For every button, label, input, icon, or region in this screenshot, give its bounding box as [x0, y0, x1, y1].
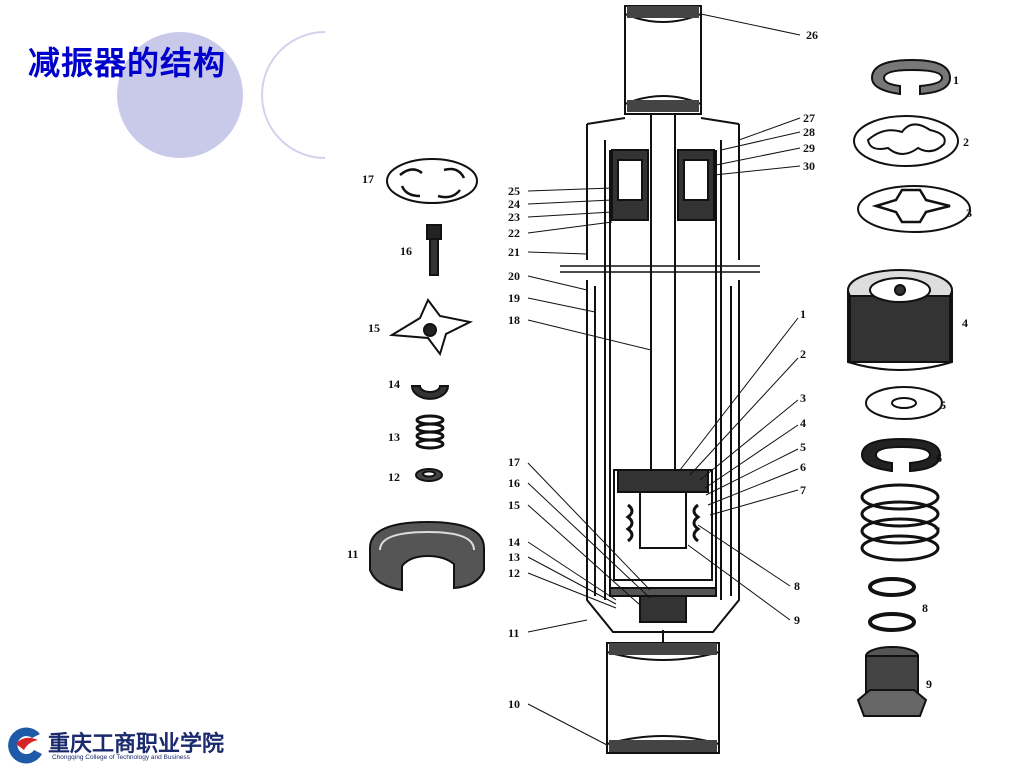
- label-c-20: 20: [508, 269, 520, 283]
- label-c-7: 7: [800, 483, 806, 497]
- label-c-5: 5: [800, 440, 806, 454]
- label-left-11: 11: [347, 547, 358, 561]
- label-c-19: 19: [508, 291, 520, 305]
- label-c-9: 9: [794, 613, 800, 627]
- label-c-14: 14: [508, 535, 520, 549]
- label-c-26: 26: [806, 28, 818, 42]
- label-c-12: 12: [508, 566, 520, 580]
- label-c-13: 13: [508, 550, 520, 564]
- label-left-14: 14: [388, 377, 400, 391]
- label-c-23: 23: [508, 210, 520, 224]
- center-right-labels: 26 27 28 29 30 1 2 3 4 5 6 7 8 9: [794, 28, 818, 627]
- label-right-3: 3: [966, 206, 972, 220]
- label-c-3: 3: [800, 391, 806, 405]
- label-right-4: 4: [962, 316, 968, 330]
- label-c-2: 2: [800, 347, 806, 361]
- label-right-9: 9: [926, 677, 932, 691]
- label-right-5: 5: [940, 398, 946, 412]
- page-title: 减振器的结构: [28, 44, 227, 82]
- label-c-15: 15: [508, 498, 520, 512]
- label-c-22: 22: [508, 226, 520, 240]
- label-c-21: 21: [508, 245, 520, 259]
- label-left-17: 17: [362, 172, 374, 186]
- decorative-circles: [117, 0, 340, 170]
- label-c-8: 8: [794, 579, 800, 593]
- label-left-13: 13: [388, 430, 400, 444]
- label-c-6: 6: [800, 460, 806, 474]
- label-c-18: 18: [508, 313, 520, 327]
- logo-chinese-name: 重庆工商职业学院: [48, 731, 225, 757]
- label-c-29: 29: [803, 141, 815, 155]
- label-c-11: 11: [508, 626, 519, 640]
- label-c-1: 1: [800, 307, 806, 321]
- left-part-labels: 17 16 15 14 13 12 11: [347, 172, 412, 561]
- right-part-labels: 1 2 3 4 5 6 7 8 9: [922, 73, 972, 691]
- label-c-28: 28: [803, 125, 815, 139]
- label-c-16: 16: [508, 476, 520, 490]
- label-c-27: 27: [803, 111, 815, 125]
- college-logo: 重庆工商职业学院 Chongqing College of Technology…: [0, 720, 232, 768]
- label-c-30: 30: [803, 159, 815, 173]
- label-c-17: 17: [508, 455, 520, 469]
- label-left-15: 15: [368, 321, 380, 335]
- label-right-6: 6: [936, 451, 942, 465]
- label-c-24: 24: [508, 197, 520, 211]
- label-right-8: 8: [922, 601, 928, 615]
- label-left-12: 12: [388, 470, 400, 484]
- center-left-labels: 25 24 23 22 21 20 19 18 17 16 15 14 13 1…: [508, 184, 520, 711]
- label-c-10: 10: [508, 697, 520, 711]
- label-right-1: 1: [953, 73, 959, 87]
- label-right-7: 7: [934, 524, 940, 538]
- label-right-2: 2: [963, 135, 969, 149]
- label-left-16: 16: [400, 244, 412, 258]
- logo-english-name: Chongqing College of Technology and Busi…: [52, 754, 190, 761]
- label-c-4: 4: [800, 416, 806, 430]
- logo-emblem-icon: [8, 727, 42, 764]
- label-c-25: 25: [508, 184, 520, 198]
